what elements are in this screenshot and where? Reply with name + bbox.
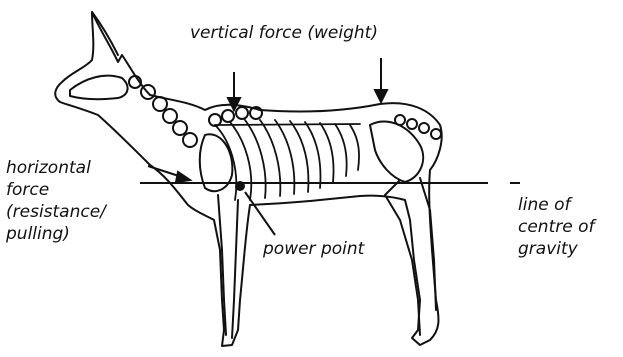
donkey-body-outline bbox=[55, 12, 441, 346]
skull bbox=[70, 76, 128, 100]
hind-leg-bones bbox=[385, 178, 436, 335]
centre-of-gravity-label: line of centre of gravity bbox=[518, 194, 594, 260]
horizontal-force-label: horizontal force (resistance/ pulling) bbox=[6, 157, 106, 245]
vertical-force-label: vertical force (weight) bbox=[190, 22, 378, 44]
donkey-ear bbox=[92, 12, 118, 55]
pelvis bbox=[370, 122, 423, 182]
power-point-label: power point bbox=[263, 238, 364, 260]
neck-vertebrae bbox=[129, 76, 197, 147]
